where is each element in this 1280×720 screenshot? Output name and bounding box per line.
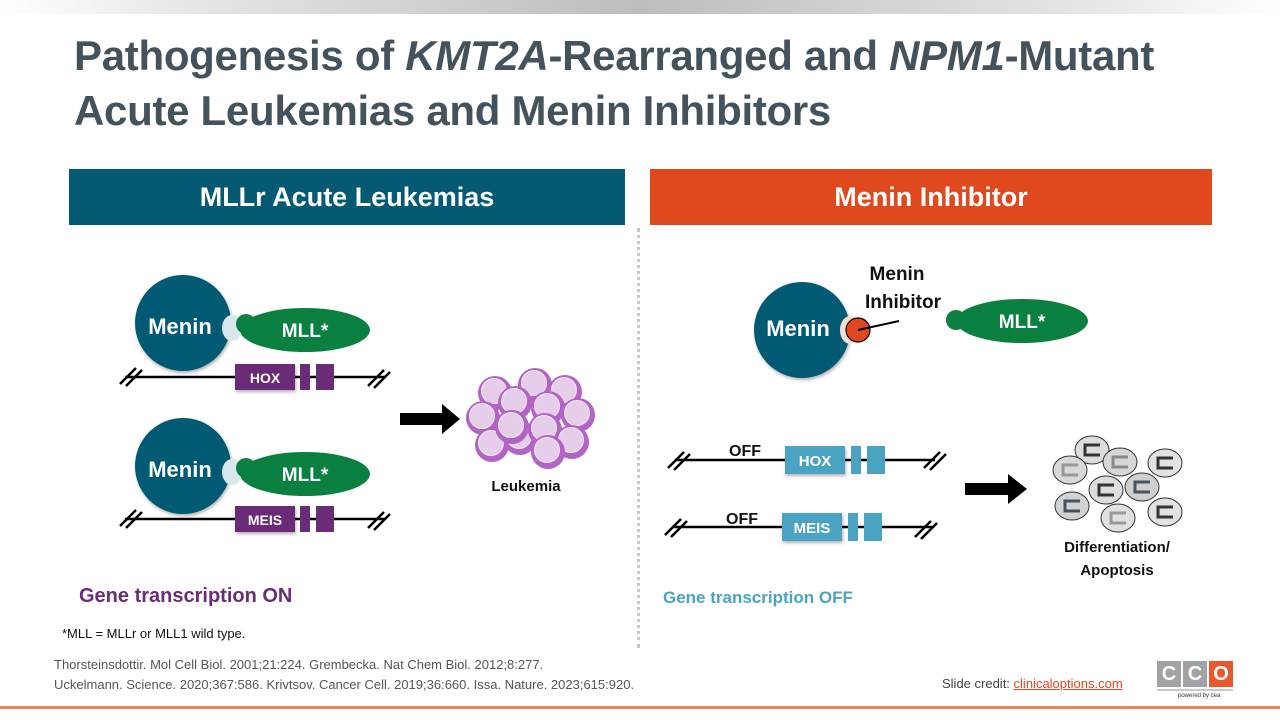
title-text: -Mutant [1004,32,1155,79]
transcription-on-label: Gene transcription ON [79,585,293,607]
exon-box [867,446,885,474]
pointer-line [857,320,900,331]
menin-protein [135,418,231,514]
menin-protein [135,275,231,371]
exon-box [300,364,310,390]
logo-underline [1157,689,1233,691]
references: Thorsteinsdottir. Mol Cell Biol. 2001;21… [54,655,634,695]
slide-credit: Slide credit: clinicaloptions.com [942,676,1123,691]
dna-break-icon [667,451,947,471]
menin-protein [754,282,850,378]
left-panel-header: MLLr Acute Leukemias [69,169,625,225]
bottom-accent-line [0,706,1280,709]
logo-letter: C [1157,661,1181,687]
differentiated-cell-icon [1102,447,1138,477]
title-text: -Rearranged and [548,32,890,79]
leukemia-cell-cluster [466,368,595,469]
right-gene-meis: OFF MEIS [664,511,938,541]
gene-label-meis: MEIS [794,520,831,537]
right-panel-header: Menin Inhibitor [650,169,1212,225]
differentiated-cell-icon [1124,472,1160,502]
gene-box-meis [235,506,295,532]
inhibitor-label-line1: Menin [870,264,925,285]
credit-label: Slide credit: [942,676,1014,691]
leukemia-cell-icon [466,401,500,435]
off-label: OFF [729,443,761,460]
logo-tagline: powered by cea [1178,693,1221,699]
right-menin-inhibitor: Menin Menin Inhibitor MLL* [754,264,1088,378]
gene-label-hox: HOX [250,370,281,386]
exon-box [316,364,334,390]
top-gradient-bar [0,0,1280,14]
credit-link[interactable]: clinicaloptions.com [1013,676,1123,691]
reference-line: Thorsteinsdottir. Mol Cell Biol. 2001;21… [54,657,544,672]
menin-label: Menin [766,316,830,341]
differentiated-cell-icon [1074,435,1110,465]
gene-box-hox [785,446,845,474]
cco-logo: C C O [1157,661,1233,687]
reference-line: Uckelmann. Science. 2020;367:586. Krivts… [54,677,635,692]
gene-box-hox [235,364,295,390]
leukemia-cell-icon [531,435,565,469]
leukemia-label: Leukemia [491,478,561,495]
arrow-right-icon [400,404,460,434]
title-line-2: Acute Leukemias and Menin Inhibitors [74,87,831,134]
exon-box [316,506,334,532]
exon-box [300,506,310,532]
mll-label: MLL* [282,465,329,486]
leukemia-cell-icon [561,398,595,432]
gene-label-hox: HOX [799,453,832,470]
mll-label: MLL* [999,312,1046,333]
gene-label-meis: MEIS [248,512,282,528]
dna-break-icon [664,518,938,540]
panel-divider [637,228,640,648]
mll-protein [240,452,370,496]
title-gene-kmt2a: KMT2A [405,32,549,79]
exon-box [848,513,858,541]
exon-box [851,446,861,474]
dna-break-icon [119,509,391,531]
exon-box [864,513,882,541]
outcome-label-line1: Differentiation/ [1064,539,1171,556]
mll-protein [240,308,370,352]
title-gene-npm1: NPM1 [889,32,1005,79]
leukemia-cell-icon [495,410,529,444]
left-complex-hox: Menin MLL* HOX [119,275,391,390]
gene-box-meis [782,513,842,541]
transcription-off-label: Gene transcription OFF [663,588,853,607]
slide-title: Pathogenesis of KMT2A-Rearranged and NPM… [74,28,1224,138]
inhibitor-label-line2: Inhibitor [865,292,942,313]
differentiated-cell-icon [1054,491,1090,521]
logo-letter: C [1183,661,1207,687]
menin-label: Menin [148,457,212,482]
menin-label: Menin [148,314,212,339]
differentiated-cell-icon [1100,503,1136,533]
logo-letter: O [1209,661,1233,687]
differentiated-cell-icon [1147,448,1183,478]
differentiated-cell-icon [1052,455,1088,485]
mll-label: MLL* [282,321,329,342]
title-text: Pathogenesis of [74,32,406,79]
outcome-label-line2: Apoptosis [1080,562,1153,579]
off-label: OFF [726,511,758,528]
left-complex-meis: Menin MLL* MEIS [119,418,391,532]
right-gene-hox: OFF HOX [667,443,947,474]
footnote: *MLL = MLLr or MLL1 wild type. [62,626,246,641]
mll-protein [956,299,1088,343]
differentiated-cell-icon [1088,475,1124,505]
dna-break-icon [119,367,391,389]
arrow-right-icon [965,474,1027,504]
differentiated-cell-icon [1147,497,1183,527]
differentiated-cell-cluster [1052,435,1183,533]
